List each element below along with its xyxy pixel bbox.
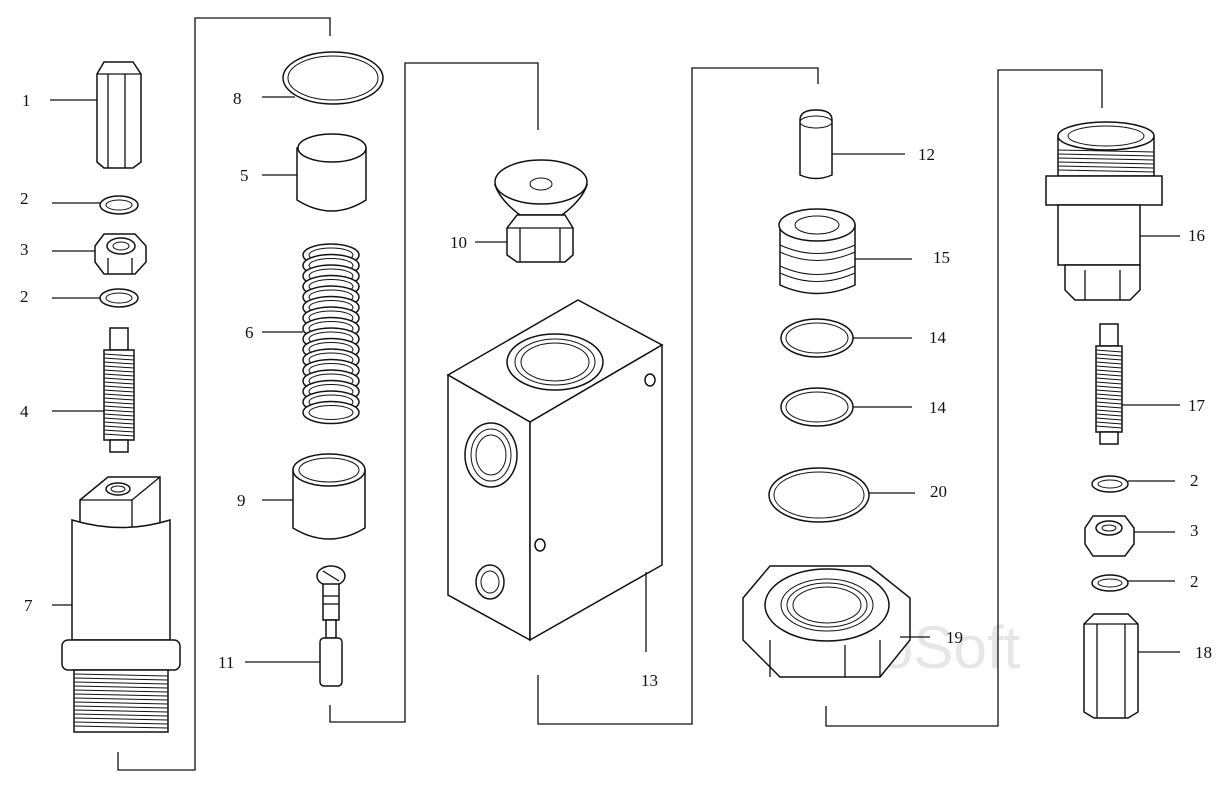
callout-8: 8 bbox=[233, 89, 242, 108]
part-4-threaded-stud bbox=[103, 327, 135, 453]
callout-14: 14 bbox=[929, 398, 947, 417]
part-3-nut-right bbox=[1084, 515, 1135, 557]
group-connector-lines bbox=[117, 17, 1103, 771]
part-5-piston-cap bbox=[296, 133, 367, 212]
callout-16: 16 bbox=[1188, 226, 1205, 245]
part-10-seat bbox=[493, 159, 589, 263]
part-7-valve-body bbox=[61, 476, 181, 733]
part-16-fitting bbox=[1045, 121, 1163, 301]
callout-6: 6 bbox=[245, 323, 254, 342]
callout-5: 5 bbox=[240, 166, 249, 185]
callout-17: 17 bbox=[1188, 396, 1206, 415]
callout-10: 10 bbox=[450, 233, 467, 252]
part-2-washer-right-bottom bbox=[1091, 574, 1129, 592]
callout-2: 2 bbox=[20, 287, 29, 306]
callout-14: 14 bbox=[929, 328, 947, 347]
part-12-pin bbox=[799, 109, 833, 180]
part-14-o-ring-upper bbox=[780, 318, 854, 358]
part-9-bush bbox=[292, 453, 366, 540]
leader-lines bbox=[50, 96, 1180, 663]
callout-1: 1 bbox=[22, 91, 31, 110]
callout-4: 4 bbox=[20, 402, 29, 421]
callout-13: 13 bbox=[641, 671, 658, 690]
callout-18: 18 bbox=[1195, 643, 1212, 662]
callout-9: 9 bbox=[237, 491, 246, 510]
callout-3: 3 bbox=[1190, 521, 1199, 540]
part-19-lock-nut bbox=[742, 565, 911, 678]
part-8-o-ring bbox=[282, 51, 384, 105]
callout-15: 15 bbox=[933, 248, 950, 267]
part-18-hex-cap bbox=[1083, 613, 1139, 719]
callout-19: 19 bbox=[946, 628, 963, 647]
part-14-o-ring-lower bbox=[780, 387, 854, 427]
callout-3: 3 bbox=[20, 240, 29, 259]
part-6-spring bbox=[302, 243, 360, 425]
part-2-washer-top bbox=[99, 195, 139, 215]
callout-labels: 1 2 3 2 4 7 8 5 6 9 11 10 13 12 15 14 14… bbox=[20, 89, 1212, 690]
part-20-o-ring bbox=[768, 467, 870, 523]
callout-2: 2 bbox=[1190, 572, 1199, 591]
callout-2: 2 bbox=[20, 189, 29, 208]
part-17-threaded-stud bbox=[1095, 323, 1123, 445]
callout-7: 7 bbox=[24, 596, 33, 615]
part-11-pin bbox=[316, 565, 346, 687]
part-13-manifold-block bbox=[446, 299, 664, 642]
part-15-seal-stack bbox=[778, 208, 856, 295]
callout-11: 11 bbox=[218, 653, 234, 672]
callout-20: 20 bbox=[930, 482, 947, 501]
callout-12: 12 bbox=[918, 145, 935, 164]
part-3-nut bbox=[94, 233, 147, 275]
part-1-hex-cap bbox=[96, 61, 142, 169]
part-2-washer-right-top bbox=[1091, 475, 1129, 493]
callout-2: 2 bbox=[1190, 471, 1199, 490]
